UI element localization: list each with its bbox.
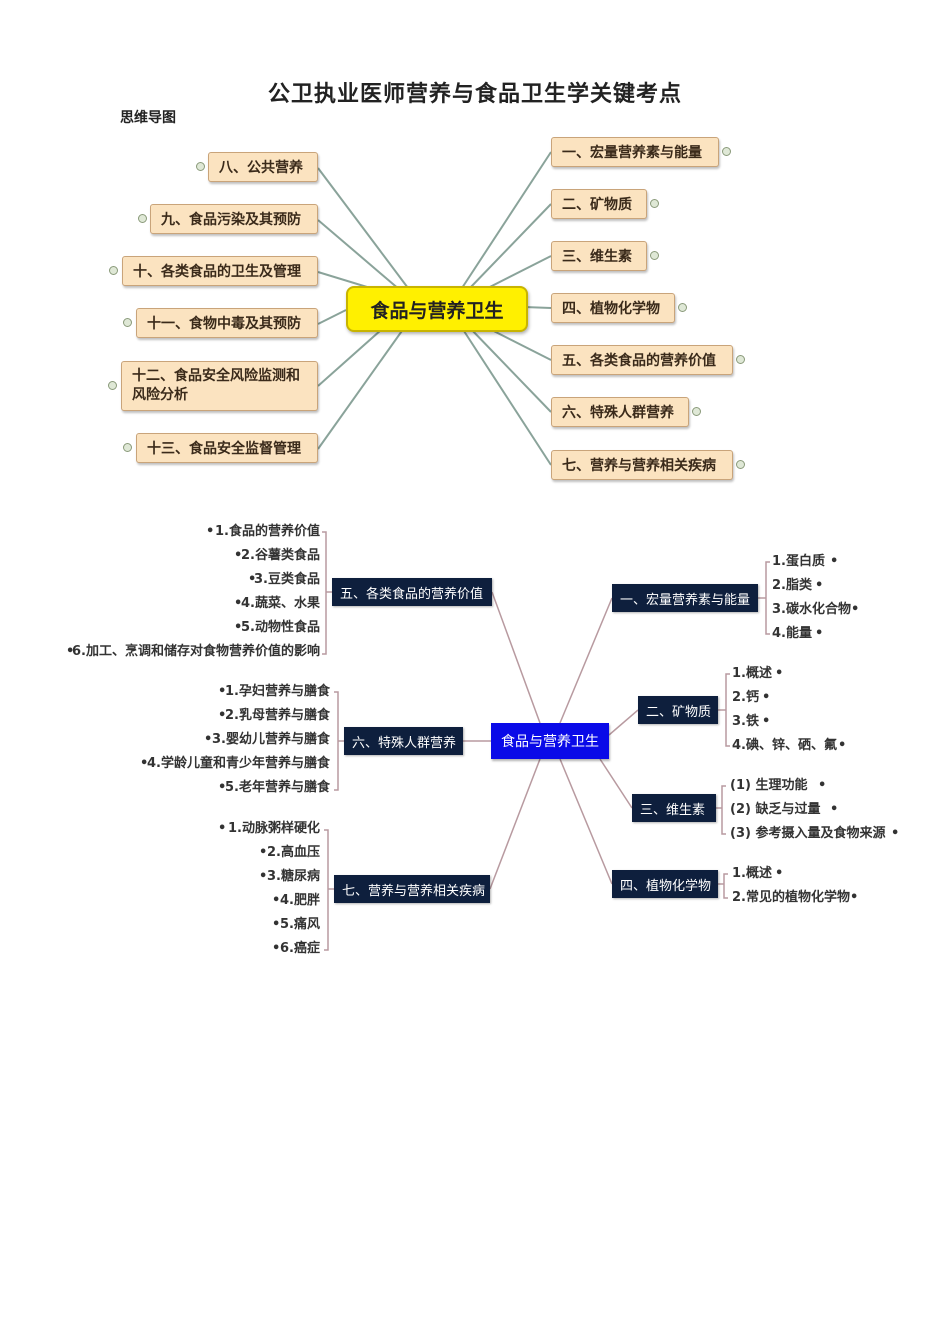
mindmap-1-node-nutrition-diseases: 七、营养与营养相关疾病 [551,450,733,480]
mindmap-2-node-nutrition-diseases: 七、营养与营养相关疾病 [334,875,490,903]
bullet-dot-icon: • [830,554,839,569]
mindmap-2-leaf: 1.概述 [732,666,772,681]
mindmap-1-node-phytochemicals: 四、植物化学物 [551,293,675,323]
bullet-dot-icon: • [838,738,847,753]
document-title: 公卫执业医师营养与食品卫生学关键考点 [267,82,682,107]
mindmap-2-leaf: 4.学龄儿童和青少年营养与膳食 [147,756,330,771]
mindmap-2-leaf: 4.碘、锌、硒、氟 [732,738,837,753]
mindmap-2-leaf: 6.加工、烹调和储存对食物营养价值的影响 [72,644,320,659]
mindmap-2-center-node: 食品与营养卫生 [491,723,609,759]
mindmap-1-node-food-nutrition-value: 五、各类食品的营养价值 [551,345,733,375]
document-subtitle: 思维导图 [120,110,176,126]
mindmap-1-node-marker [123,318,132,327]
bullet-dot-icon: • [66,644,75,659]
mindmap-2-node-food-nutrition-value: 五、各类食品的营养价值 [332,578,492,606]
mindmap-1-node-marker [678,303,687,312]
mindmap-1-node-marker [736,460,745,469]
mindmap-2-connectors [322,531,770,951]
mindmap-2-leaf: 1.概述 [732,866,772,881]
mindmap-2-leaf: 2.高血压 [267,845,320,860]
bullet-dot-icon: • [850,890,859,905]
bullet-dot-icon: • [248,572,257,587]
mindmap-1-node-marker [722,147,731,156]
mindmap-1-node-food-contamination: 九、食品污染及其预防 [150,204,318,234]
bullet-dot-icon: • [272,941,281,956]
mindmap-2-leaf: 1.动脉粥样硬化 [228,821,320,836]
bullet-dot-icon: • [259,869,268,884]
mindmap-1-node-marker [196,162,205,171]
mindmap-1-node-macronutrients: 一、宏量营养素与能量 [551,137,719,167]
mindmap-1-node-public-nutrition: 八、公共营养 [208,152,318,182]
mindmap-2-leaf: 2.乳母营养与膳食 [225,708,330,723]
mindmap-2-leaf: 3.婴幼儿营养与膳食 [212,732,330,747]
mindmap-2-node-phytochemicals: 四、植物化学物 [612,870,718,898]
bullet-dot-icon: • [775,866,784,881]
mindmap-2-leaf: 5.老年营养与膳食 [225,780,330,795]
mindmap-1-node-marker [123,443,132,452]
mindmap-2-leaf: 2.脂类 [772,578,812,593]
mindmap-2-node-special-groups: 六、特殊人群营养 [344,727,463,755]
bullet-dot-icon: • [830,802,839,817]
mindmap-2-leaf: (2) 缺乏与过量 [730,802,821,817]
bullet-dot-icon: • [234,620,243,635]
bullet-dot-icon: • [234,596,243,611]
bullet-dot-icon: • [234,548,243,563]
mindmap-2-leaf: 2.常见的植物化学物 [732,890,850,905]
bullet-dot-icon: • [762,690,771,705]
mindmap-1-node-safety-supervision: 十三、食品安全监督管理 [136,433,318,463]
mindmap-2-leaf: 4.肥胖 [280,893,320,908]
mindmap-2-node-minerals: 二、矿物质 [638,696,718,724]
mindmap-2-leaf: 1.孕妇营养与膳食 [225,684,330,699]
mindmap-1-node-marker [108,381,117,390]
mindmap-1-node-marker [109,266,118,275]
bullet-dot-icon: • [272,893,281,908]
mindmap-1-node-food-hygiene-management: 十、各类食品的卫生及管理 [122,256,318,286]
bullet-dot-icon: • [218,684,227,699]
mindmap-2-leaf: 4.能量 [772,626,812,641]
mindmap-2-leaf: 5.动物性食品 [241,620,320,635]
mindmap-2-leaf: (3) 参考摄入量及食物来源 [730,826,886,841]
bullet-dot-icon: • [204,732,213,747]
mindmap-2-node-vitamins: 三、维生素 [632,794,716,822]
mindmap-1-node-marker [138,214,147,223]
mindmap-2-leaf: 3.豆类食品 [254,572,320,587]
mindmap-1-node-minerals: 二、矿物质 [551,189,647,219]
bullet-dot-icon: • [891,826,900,841]
bullet-dot-icon: • [272,917,281,932]
bullet-dot-icon: • [206,524,215,539]
mindmap-2-leaf: 3.碳水化合物 [772,602,851,617]
mindmap-2-node-macronutrients: 一、宏量营养素与能量 [612,584,758,612]
mindmap-2-leaf: 3.糖尿病 [267,869,320,884]
bullet-dot-icon: • [818,778,827,793]
mindmap-2-leaf: 1.食品的营养价值 [215,524,320,539]
mindmap-2-leaf: 2.钙 [732,690,759,705]
bullet-dot-icon: • [815,626,824,641]
mindmap-2-leaf: 6.癌症 [280,941,320,956]
bullet-dot-icon: • [259,845,268,860]
bullet-dot-icon: • [218,821,227,836]
mindmap-1-node-marker [650,199,659,208]
mindmap-1-node-vitamins: 三、维生素 [551,241,647,271]
mindmap-1-node-marker [692,407,701,416]
mindmap-1-node-special-groups: 六、特殊人群营养 [551,397,689,427]
mindmap-1-node-food-poisoning: 十一、食物中毒及其预防 [136,308,318,338]
bullet-dot-icon: • [218,708,227,723]
mindmap-1-node-marker [650,251,659,260]
mindmap-2-leaf: 4.蔬菜、水果 [241,596,320,611]
bullet-dot-icon: • [218,780,227,795]
bullet-dot-icon: • [762,714,771,729]
mindmap-1-node-risk-monitoring: 十二、食品安全风险监测和风险分析 [121,361,318,411]
mindmap-1-node-marker [736,355,745,364]
mindmap-1-center-node: 食品与营养卫生 [346,286,528,332]
mindmap-2-leaf: 2.谷薯类食品 [241,548,320,563]
mindmap-2-leaf: 1.蛋白质 [772,554,825,569]
mindmap-2-leaf: 3.铁 [732,714,759,729]
bullet-dot-icon: • [815,578,824,593]
bullet-dot-icon: • [851,602,860,617]
mindmap-2-leaf: (1) 生理功能 [730,778,808,793]
bullet-dot-icon: • [775,666,784,681]
bullet-dot-icon: • [140,756,149,771]
mindmap-2-leaf: 5.痛风 [280,917,320,932]
